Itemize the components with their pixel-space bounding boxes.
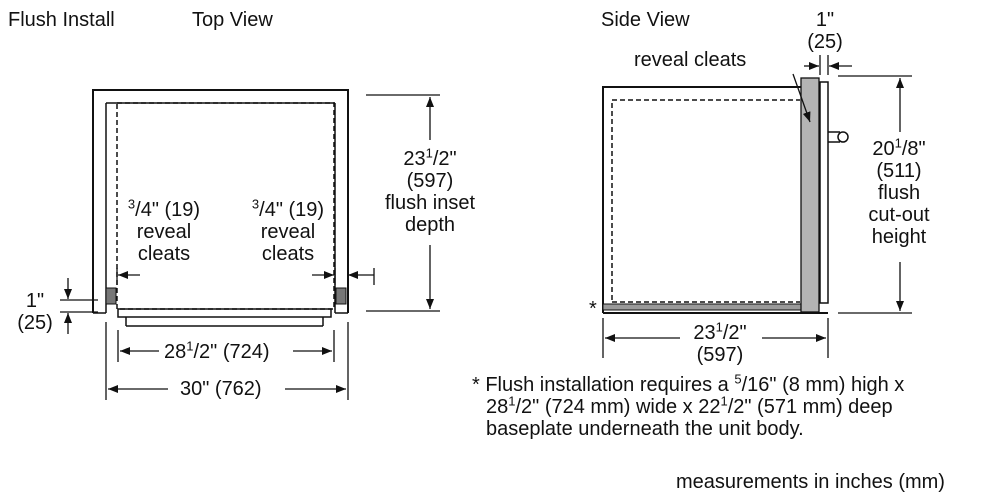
cleat-arrows — [116, 268, 375, 285]
flush-install-label: Flush Install — [8, 9, 115, 31]
flush-inset-depth-label: 231/2" (597) flush inset depth — [384, 145, 476, 236]
top-view-drawing — [92, 89, 349, 327]
side-cabinet-outline — [602, 86, 802, 313]
baseplate — [602, 303, 802, 311]
outer-width-dimension — [105, 322, 349, 400]
side-top-offset-dimension — [804, 55, 852, 75]
reveal-cleats-label: reveal cleats — [634, 49, 747, 71]
cabinet-outline — [92, 89, 349, 313]
footnote: * Flush installation requires a 5/16" (8… — [472, 371, 905, 440]
side-view-label: Side View — [601, 9, 690, 31]
depth-dimension — [366, 94, 440, 312]
height-dimension — [838, 75, 912, 314]
side-depth-label: 231/2" (597) — [693, 319, 747, 366]
side-offset-label: 1" (25) — [17, 290, 53, 334]
inner-width-label: 281/2" (724) — [164, 338, 270, 363]
outer-width-label: 30" (762) — [180, 378, 262, 400]
side-door — [819, 81, 829, 304]
side-reveal-cleat — [800, 77, 820, 313]
cut-out-height-label: 201/8" (511) flush cut-out height — [868, 135, 930, 248]
oven-door — [117, 308, 332, 318]
right-reveal-cleat — [335, 287, 347, 305]
side-unit-dashed — [611, 99, 800, 300]
left-reveal-cleat — [105, 287, 117, 305]
top-view-label: Top View — [192, 9, 273, 31]
inner-width-dimension — [117, 330, 335, 362]
right-reveal-cleats-label: 3/4" (19) reveal cleats — [251, 196, 325, 265]
side-offset-dimension — [60, 278, 98, 334]
asterisk-marker: * — [589, 298, 597, 320]
side-depth-dimension — [602, 318, 829, 358]
reveal-cleats-pointer — [792, 73, 811, 123]
left-reveal-cleats-label: 3/4" (19) reveal cleats — [127, 196, 201, 265]
side-top-offset-label: 1" (25) — [807, 9, 843, 53]
door-handle-icon — [828, 131, 849, 143]
measurements-note: measurements in inches (mm) — [676, 471, 945, 493]
side-view-drawing — [602, 77, 849, 314]
